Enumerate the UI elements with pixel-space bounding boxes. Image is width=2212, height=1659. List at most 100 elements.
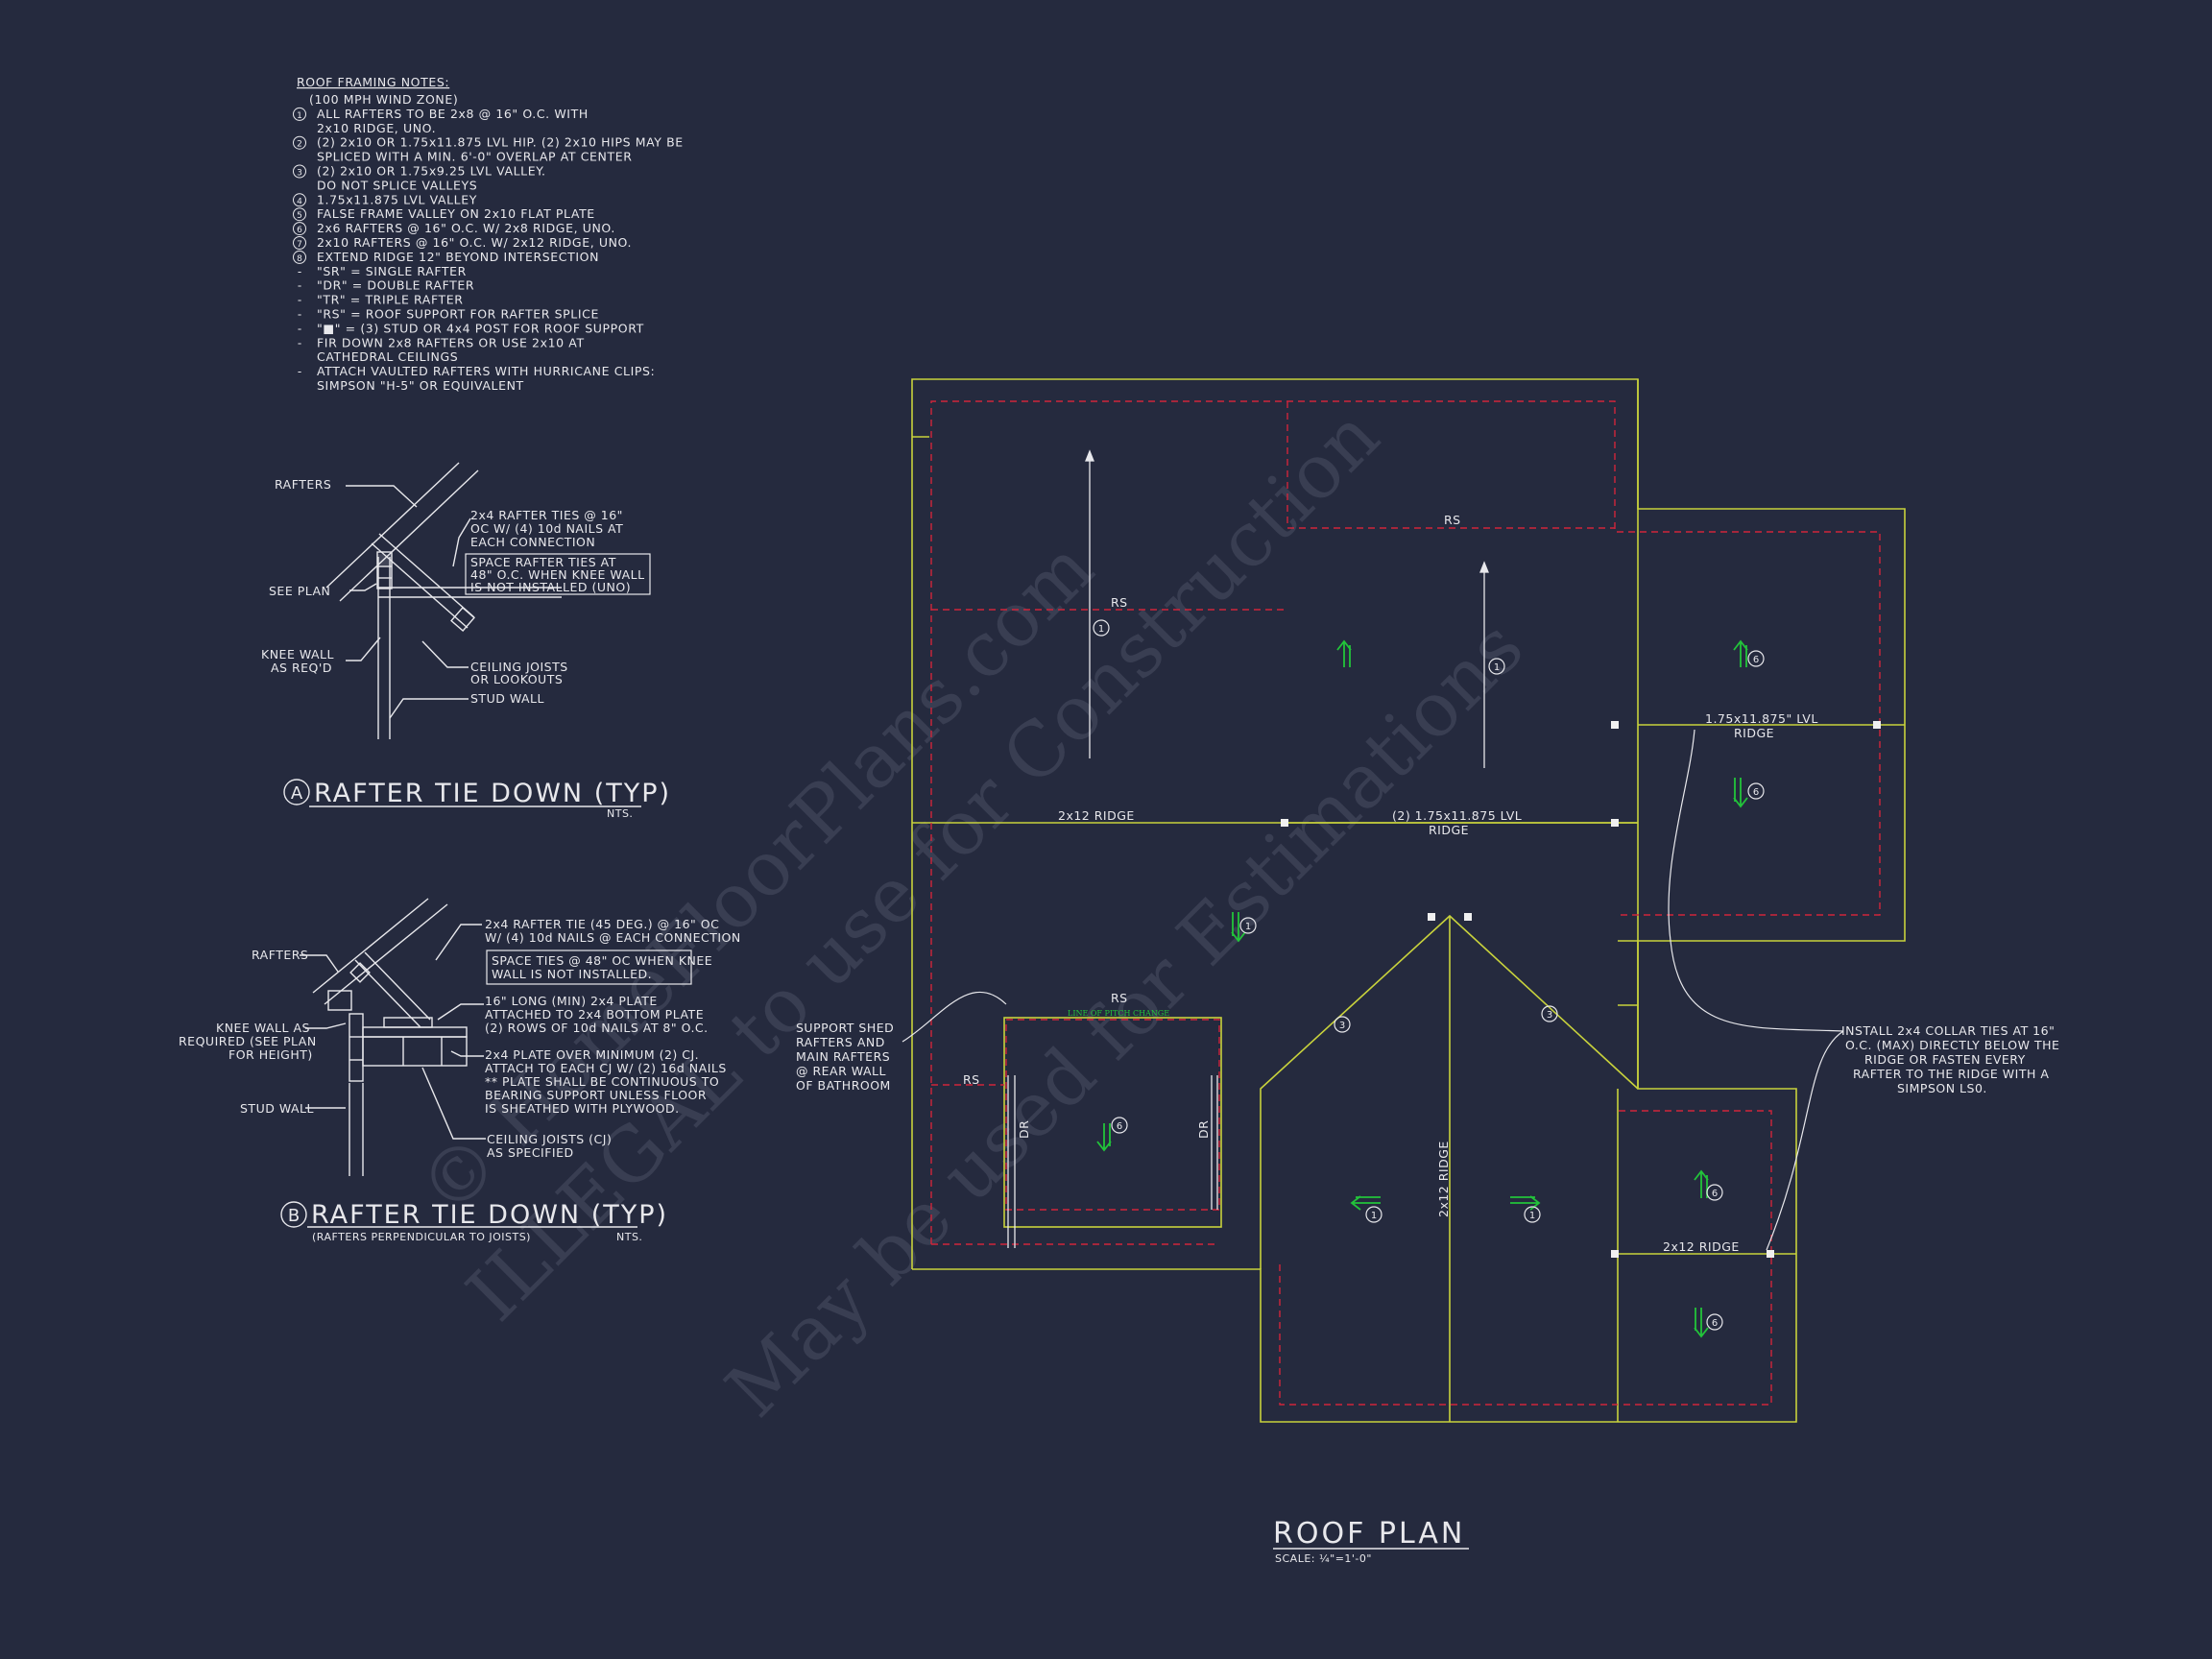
- note-mark: -: [298, 365, 301, 378]
- mark-3-a: 3: [1339, 1021, 1345, 1031]
- detail-b-tie-line-1: 2x4 RAFTER TIE (45 DEG.) @ 16" OC: [485, 917, 719, 931]
- detail-a-joists-line-2: OR LOOKOUTS: [470, 672, 563, 686]
- roof-plan-title: ROOF PLAN: [1273, 1517, 1465, 1551]
- note-line: CATHEDRAL CEILINGS: [317, 349, 458, 364]
- note-mark: 6: [297, 226, 302, 235]
- note-line: 2x10 RAFTERS @ 16" O.C. W/ 2x12 RIDGE, U…: [317, 235, 632, 250]
- note-mark: 5: [297, 211, 302, 221]
- support-note-line-4: @ REAR WALL: [796, 1064, 886, 1078]
- detail-a-joists-line-1: CEILING JOISTS: [470, 660, 568, 674]
- roof-plan-text: 2x12 RIDGE (2) 1.75x11.875 LVL RIDGE 1.7…: [796, 513, 2059, 1565]
- double-rafters: [1007, 1075, 1218, 1248]
- note-mark: -: [298, 308, 301, 322]
- detail-b-plate-line-2: ATTACH TO EACH CJ W/ (2) 16d NAILS: [485, 1061, 727, 1075]
- detail-b-cj-line-2: AS SPECIFIED: [487, 1145, 574, 1160]
- dr-label-right: DR: [1196, 1120, 1211, 1139]
- note-mark-circle: [293, 250, 306, 264]
- note-mark-circle: [293, 207, 306, 222]
- detail-b-plate-line-3: ** PLATE SHALL BE CONTINUOUS TO: [485, 1074, 719, 1089]
- note-line: (100 MPH WIND ZONE): [309, 92, 458, 107]
- support-note-line-1: SUPPORT SHED: [796, 1021, 894, 1035]
- ridge-right-label-2: RIDGE: [1734, 726, 1774, 740]
- note-mark: 3: [297, 169, 302, 179]
- mark-6-a: 6: [1753, 655, 1759, 665]
- note-mark: -: [298, 265, 301, 278]
- rs-label-1: RS: [1111, 595, 1128, 610]
- posts: [1281, 721, 1881, 1258]
- note-mark-circle: [293, 236, 306, 250]
- note-line: ALL RAFTERS TO BE 2x8 @ 16" O.C. WITH: [317, 107, 589, 121]
- mark-1-b: 1: [1494, 662, 1500, 673]
- detail-a-scale: NTS.: [607, 807, 633, 820]
- span-arrows: [1085, 449, 1489, 768]
- detail-b-tag-circle: [280, 1201, 307, 1228]
- rs-label-4: RS: [963, 1072, 980, 1087]
- collar-note-line-3: RIDGE OR FASTEN EVERY: [1864, 1052, 2026, 1067]
- note-line: (2) 2x10 OR 1.75x11.875 LVL HIP. (2) 2x1…: [317, 135, 684, 150]
- collar-note-line-5: SIMPSON LS0.: [1897, 1081, 1987, 1095]
- detail-a-tag: A: [291, 783, 303, 804]
- roof-outline: [911, 378, 1906, 1423]
- detail-a-tag-circle: [283, 779, 310, 805]
- detail-b: [300, 898, 486, 1176]
- note-line: "DR" = DOUBLE RAFTER: [317, 278, 474, 293]
- detail-b-long-line-2: ATTACHED TO 2x4 BOTTOM PLATE: [485, 1007, 704, 1022]
- note-mark-circle: [293, 135, 306, 150]
- ridge-right-label-1: 1.75x11.875" LVL: [1705, 711, 1818, 726]
- detail-b-knee-line-2: REQUIRED (SEE PLAN: [179, 1034, 317, 1048]
- mark-1-a: 1: [1098, 624, 1104, 635]
- note-line: "■" = (3) STUD OR 4x4 POST FOR ROOF SUPP…: [317, 321, 644, 335]
- ridge-lvl-label-1: (2) 1.75x11.875 LVL: [1392, 808, 1522, 823]
- detail-b-plate-line-5: IS SHEATHED WITH PLYWOOD.: [485, 1101, 680, 1116]
- detail-a-note-box: [465, 553, 651, 595]
- note-line: EXTEND RIDGE 12" BEYOND INTERSECTION: [317, 250, 599, 264]
- detail-a-ties-line-2: OC W/ (4) 10d NAILS AT: [470, 521, 623, 536]
- detail-b-long-line-3: (2) ROWS OF 10d NAILS AT 8" O.C.: [485, 1021, 709, 1035]
- mark-6-e: 6: [1712, 1318, 1718, 1329]
- note-line: FALSE FRAME VALLEY ON 2x10 FLAT PLATE: [317, 206, 595, 221]
- note-mark: -: [298, 336, 301, 349]
- support-note-line-5: OF BATHROOM: [796, 1078, 891, 1093]
- ridge-vertical-label: 2x12 RIDGE: [1436, 1141, 1451, 1217]
- detail-a-ties-line-1: 2x4 RAFTER TIES @ 16": [470, 508, 623, 522]
- note-line: ATTACH VAULTED RAFTERS WITH HURRICANE CL…: [317, 364, 655, 378]
- detail-b-plate-line-4: BEARING SUPPORT UNLESS FLOOR: [485, 1088, 707, 1102]
- pitch-change-label: LINE OF PITCH CHANGE: [1068, 1009, 1169, 1018]
- detail-b-knee-line-1: KNEE WALL AS: [216, 1021, 310, 1035]
- note-line: "TR" = TRIPLE RAFTER: [317, 293, 464, 307]
- detail-b-plate-line-1: 2x4 PLATE OVER MINIMUM (2) CJ.: [485, 1047, 699, 1062]
- detail-a-stud-label: STUD WALL: [470, 691, 544, 706]
- note-line: FIR DOWN 2x8 RAFTERS OR USE 2x10 AT: [317, 335, 585, 349]
- detail-b-tie-line-2: W/ (4) 10d NAILS @ EACH CONNECTION: [485, 930, 741, 945]
- mark-1-d: 1: [1371, 1211, 1377, 1221]
- note-mark: 1: [297, 111, 302, 121]
- note-mark-circle: [293, 107, 306, 121]
- notes-heading: ROOF FRAMING NOTES:: [297, 75, 449, 89]
- note-mark-circle: [293, 222, 306, 236]
- detail-b-knee-line-3: FOR HEIGHT): [228, 1047, 313, 1062]
- roof-plan: [902, 378, 1906, 1423]
- detail-a-space-line-3: IS NOT INSTALLED (UNO): [470, 580, 631, 594]
- dr-label-left: DR: [1017, 1120, 1031, 1139]
- note-mark-circle: [293, 193, 306, 207]
- note-mark: -: [298, 322, 301, 335]
- detail-b-stud-label: STUD WALL: [240, 1101, 314, 1116]
- note-mark: -: [298, 279, 301, 293]
- detail-b-note-box: [486, 950, 692, 985]
- rs-label-3: RS: [1111, 991, 1128, 1005]
- detail-a-see-plan-label: SEE PLAN: [269, 584, 330, 598]
- detail-b-tag: B: [288, 1206, 300, 1226]
- mark-3-b: 3: [1547, 1010, 1552, 1021]
- detail-a-ties-line-3: EACH CONNECTION: [470, 535, 595, 549]
- detail-a-as-req-label: AS REQ'D: [271, 661, 332, 675]
- mark-6-c: 6: [1117, 1121, 1122, 1132]
- note-line: 1.75x11.875 LVL VALLEY: [317, 192, 477, 206]
- detail-b-title: RAFTER TIE DOWN (TYP): [311, 1200, 668, 1230]
- note-line: 2x10 RIDGE, UNO.: [317, 121, 436, 135]
- ridge-lvl-label-2: RIDGE: [1429, 823, 1469, 837]
- note-line: 2x6 RAFTERS @ 16" O.C. W/ 2x8 RIDGE, UNO…: [317, 221, 615, 235]
- mark-1-c: 1: [1245, 922, 1251, 932]
- note-mark: 8: [297, 254, 302, 264]
- notes-list: (100 MPH WIND ZONE) 1 ALL RAFTERS TO BE 2x…: [293, 92, 684, 393]
